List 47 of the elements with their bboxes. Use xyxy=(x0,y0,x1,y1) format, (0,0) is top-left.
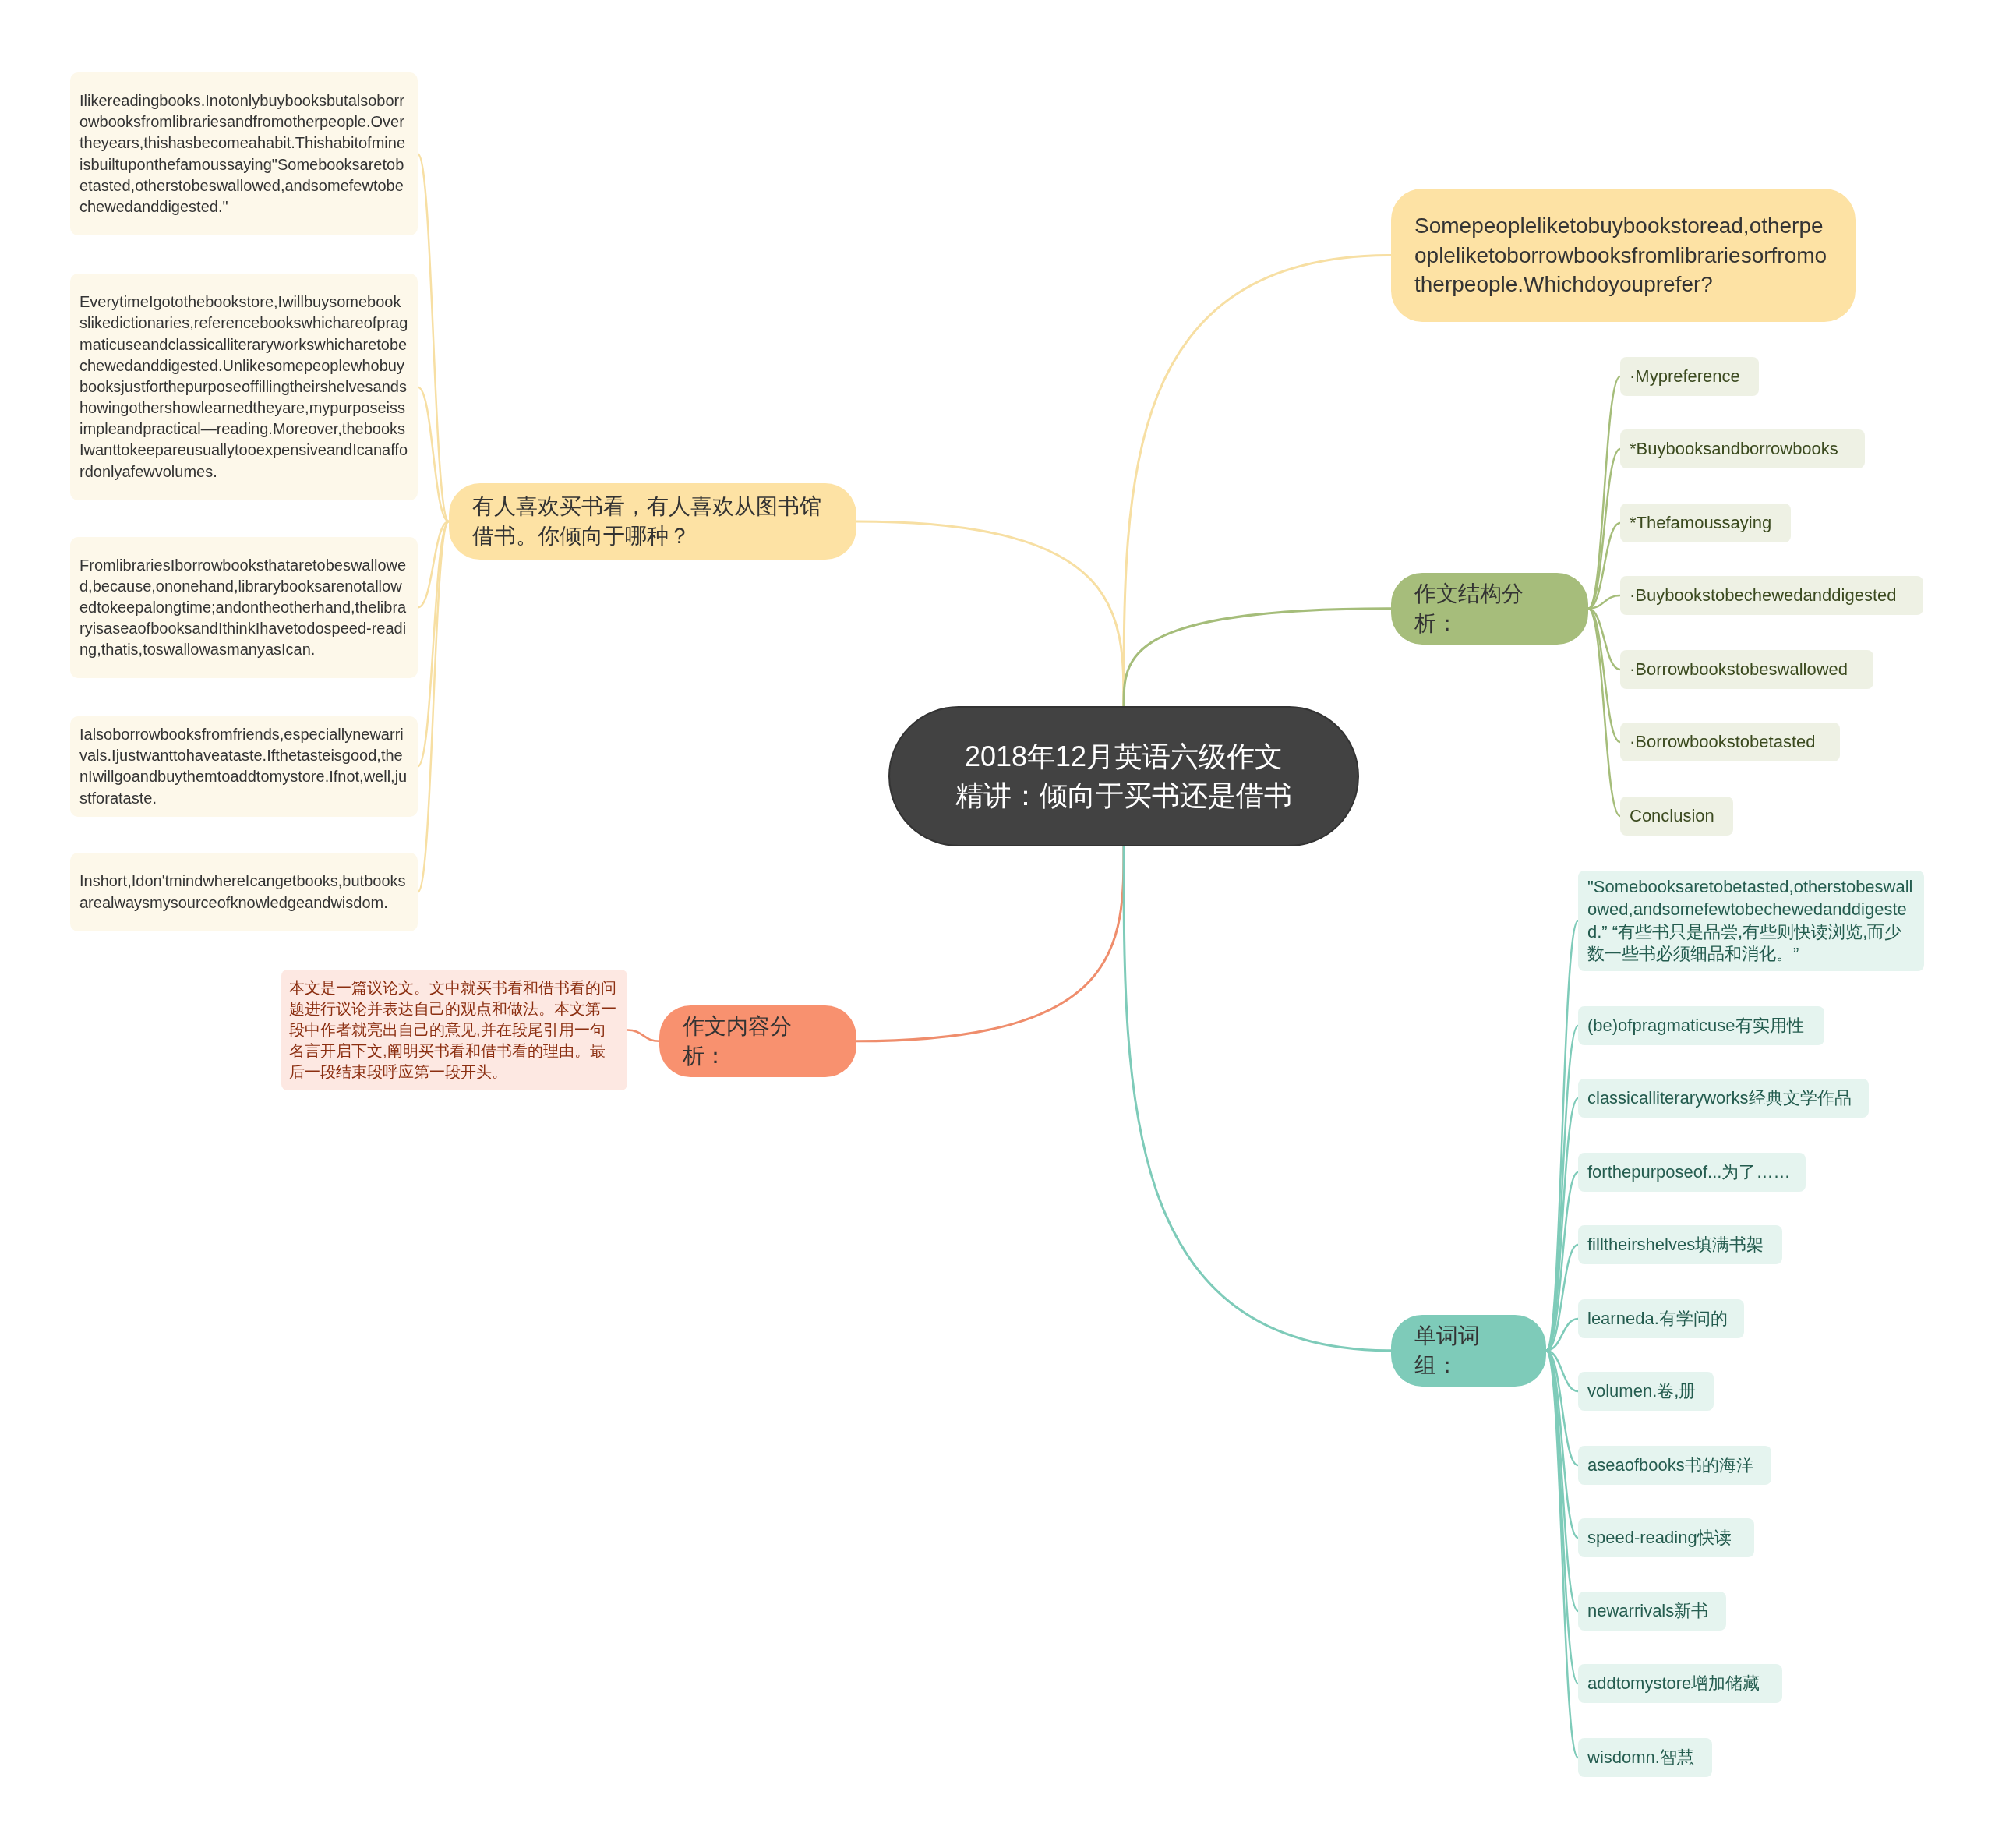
text-card: Inshort,Idon'tmindwhereIcangetbooks,butbooksarealwaysmysourceofknowledgeandwisdom. xyxy=(70,853,418,931)
central-topic: 2018年12月英语六级作文精讲：倾向于买书还是借书 xyxy=(888,706,1359,846)
text-card: Ialsoborrowbooksfromfriends,especiallynewarrivals.Ijustwanttohaveataste.Ifthetasteisgood,thenIwillgoandbuythemtoaddtomystore.Ifnot,well,justforataste. xyxy=(70,716,418,817)
connector-line xyxy=(1587,607,1621,743)
connector-line xyxy=(856,520,1125,706)
topic-bubble: 有人喜欢买书看，有人喜欢从图书馆借书。你倾向于哪种？ xyxy=(449,483,856,560)
item-tag: Conclusion xyxy=(1620,797,1733,836)
connector-line xyxy=(417,521,450,768)
item-tag: ·Borrowbookstobetasted xyxy=(1620,723,1840,761)
text-card: 本文是一篇议论文。文中就买书看和借书看的问题进行议论并表达自己的观点和做法。本文第一段中作者就亮出自己的意见,并在段尾引用一句名言开启下文,阐明买书看和借书看的理由。最后一段结束段呼应第一段开头。 xyxy=(281,970,627,1090)
item-tag: addtomystore增加储藏 xyxy=(1578,1664,1782,1703)
connector-line xyxy=(416,153,450,522)
item-tag: (be)ofpragmaticuse有实用性 xyxy=(1578,1006,1824,1045)
item-tag: wisdomn.智慧 xyxy=(1578,1738,1712,1777)
connector-line xyxy=(1122,607,1392,706)
connector-line xyxy=(1587,607,1621,817)
topic-bubble: Somepeopleliketobuybookstoread,otherpeopleliketoborrowbooksfromlibrariesorfromotherpeople.Whichdoyouprefer? xyxy=(1391,189,1856,322)
item-tag: "Somebooksaretobetasted,otherstobeswallowed,andsomefewtobechewedanddigested.” “有些书只是品尝,有些则快读浏览,而少数一些书必须细品和消化。” xyxy=(1578,871,1924,971)
item-tag: learneda.有学问的 xyxy=(1578,1299,1744,1338)
text-card: FromlibrariesIborrowbooksthataretobeswallowed,because,ononehand,librarybooksarenotallowedtokeepalongtime;andontheotherhand,thelibraryisaseaofbooksandIthinkIhavetodospeed-reading,thatis,toswallowasmanyasIcan. xyxy=(70,537,418,678)
topic-bubble: 作文结构分析： xyxy=(1391,573,1588,645)
item-tag: filltheirshelves填满书架 xyxy=(1578,1225,1782,1264)
item-tag: classicalliteraryworks经典文学作品 xyxy=(1578,1079,1869,1118)
connector-line xyxy=(627,1029,660,1043)
connector-line xyxy=(1545,1350,1580,1758)
connector-line xyxy=(417,520,450,609)
item-tag: volumen.卷,册 xyxy=(1578,1372,1714,1411)
connector-line xyxy=(856,846,1125,1043)
connector-line xyxy=(1122,846,1392,1352)
connector-line xyxy=(416,521,450,893)
item-tag: speed-reading快读 xyxy=(1578,1518,1754,1557)
text-card: EverytimeIgotothebookstore,Iwillbuysomebookslikedictionaries,referencebookswhichareofpragmaticuseandclassicalliteraryworkswhicharetobechewedanddigested.Unlikesomepeoplewhobuybooksjustforthepurposeoffillingtheirshelvesandshowingothershowlearnedtheyare,mypurposeissimpleandpractical—reading.Moreover,thebooksIwanttokeepareusuallytooexpensiveandIcanaffordonlyafewvolumes. xyxy=(70,274,418,500)
item-tag: forthepurposeof...为了…… xyxy=(1578,1153,1806,1192)
connector-line xyxy=(417,386,450,522)
connector-line xyxy=(1122,254,1392,706)
topic-bubble: 作文内容分析： xyxy=(659,1005,856,1077)
item-tag: ·Borrowbookstobeswallowed xyxy=(1620,650,1873,689)
connector-line xyxy=(1545,1025,1580,1352)
text-card: Ilikereadingbooks.Inotonlybuybooksbutalsoborrowbooksfromlibrariesandfromotherpeople.Overtheyears,thishasbecomeahabit.Thishabitofmineisbuiltuponthefamoussaying"Somebooksaretobetasted,otherstobeswallowed,andsomefewtobechewedanddigested." xyxy=(70,72,418,235)
connector-line xyxy=(1587,448,1621,610)
topic-bubble: 单词词组： xyxy=(1391,1315,1546,1387)
item-tag: ·Buybookstobechewedanddigested xyxy=(1620,576,1923,615)
item-tag: aseaofbooks书的海洋 xyxy=(1578,1446,1771,1485)
item-tag: newarrivals新书 xyxy=(1578,1592,1726,1631)
item-tag: ·Mypreference xyxy=(1620,357,1759,396)
item-tag: *Buybooksandborrowbooks xyxy=(1620,429,1865,468)
item-tag: *Thefamoussaying xyxy=(1620,504,1791,542)
